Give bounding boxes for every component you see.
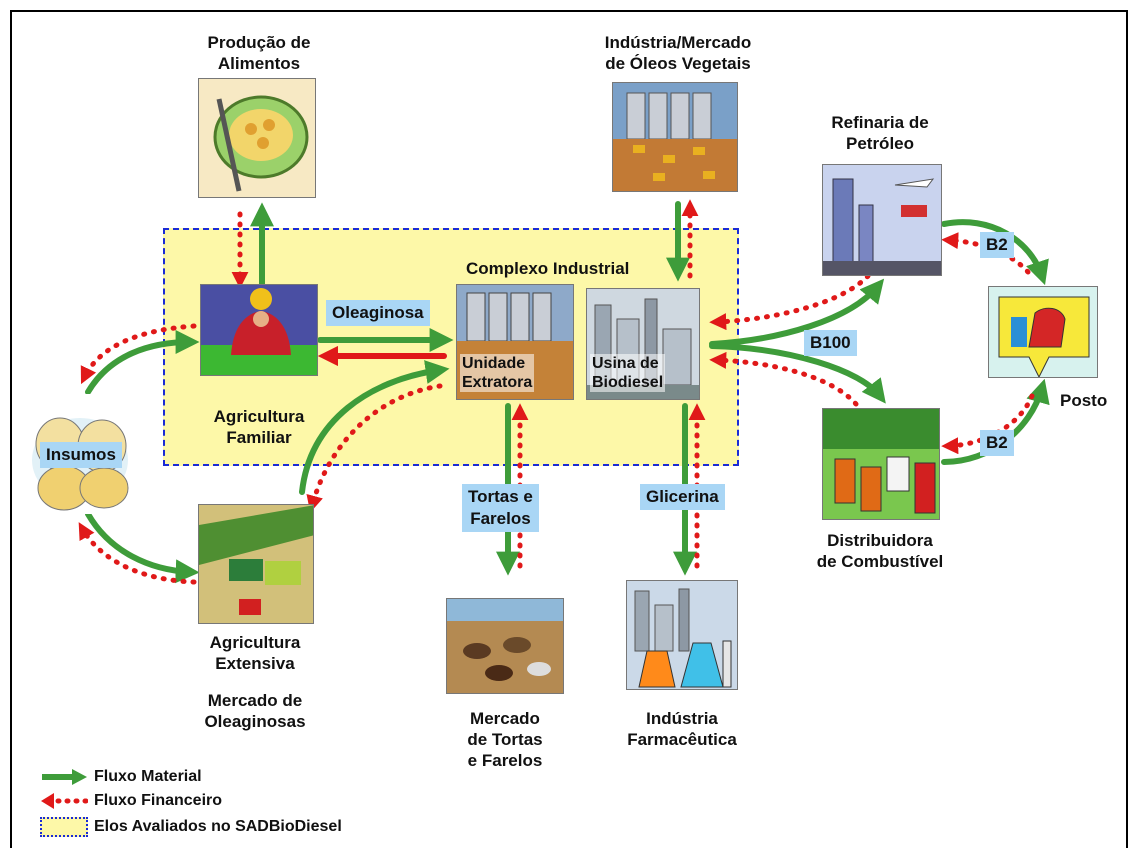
node-mercado-oleaginosas: Mercado de Oleaginosas [204,691,306,731]
oil-refinery-image [822,164,942,276]
legend-financial-arrow-icon [41,792,88,809]
pharmaceutical-industry-image [626,580,738,690]
family-farmer-image [200,284,318,376]
legend-elos-label: Elos Avaliados no SADBioDiesel [94,818,342,835]
flow-fin-refinaria-to-usina [709,273,871,331]
tag-oleaginosa: Oleaginosa [326,300,430,326]
legend-zone-swatch-icon [40,816,88,837]
tag-b100: B100 [804,330,857,356]
node-refinaria: Refinaria de Petróleo [831,113,929,153]
vegetable-oil-industry-image [612,82,738,192]
distributor-image [822,408,940,520]
node-complexo-industrial: Complexo Industrial [466,259,630,278]
tag-tortas-farelos: Tortas e Farelos [462,484,539,532]
flow-extensiva-to-extratora [299,360,450,495]
flow-usina-to-distribuidora [709,343,886,404]
diagram-frame [10,10,1128,848]
flow-fin-familiar-to-insumos [80,323,197,385]
tag-b2-bottom: B2 [980,430,1014,456]
flow-fin-extensiva-to-insumos [78,522,197,585]
extensive-agriculture-image [198,504,314,624]
flow-insumos-to-extensiva [85,511,200,584]
node-industria-farmaceutica: Indústria Farmacêutica [627,709,737,749]
tag-insumos: Insumos [40,442,122,468]
legend-elos: Elos Avaliados no SADBioDiesel [40,816,342,838]
tag-b2-top: B2 [980,232,1014,258]
node-industria-oleos: Indústria/Mercado de Óleos Vegetais [604,33,752,73]
node-agricultura-extensiva: Agricultura Extensiva [209,633,301,673]
legend-material-label: Fluxo Material [94,768,202,785]
legend-material-arrow-icon [42,768,87,785]
node-posto: Posto [1060,391,1108,410]
legend-material: Fluxo Material [40,766,202,788]
tag-glicerina: Glicerina [640,484,725,510]
food-production-image [198,78,316,198]
legend-financial-label: Fluxo Financeiro [94,792,223,809]
flow-fin-distribuidora-to-usina [709,351,859,407]
gas-station-image [988,286,1098,378]
node-distribuidora: Distribuidora de Combustível [816,531,944,571]
node-agricultura-familiar: Agricultura Familiar [213,407,305,447]
flow-usina-to-refinaria [709,278,885,347]
flow-insumos-to-familiar [85,330,200,395]
flow-fin-extratora-to-extensiva [306,383,443,513]
legend-financeiro: Fluxo Financeiro [40,790,222,812]
cattle-feed-market-image [446,598,564,694]
node-mercado-tortas: Mercado de Tortas e Farelos [467,709,543,770]
node-producao-alimentos: Produção de Alimentos [207,33,311,73]
node-usina-biodiesel: Usina de Biodiesel [590,354,666,392]
node-unidade-extratora: Unidade Extratora [460,354,535,392]
